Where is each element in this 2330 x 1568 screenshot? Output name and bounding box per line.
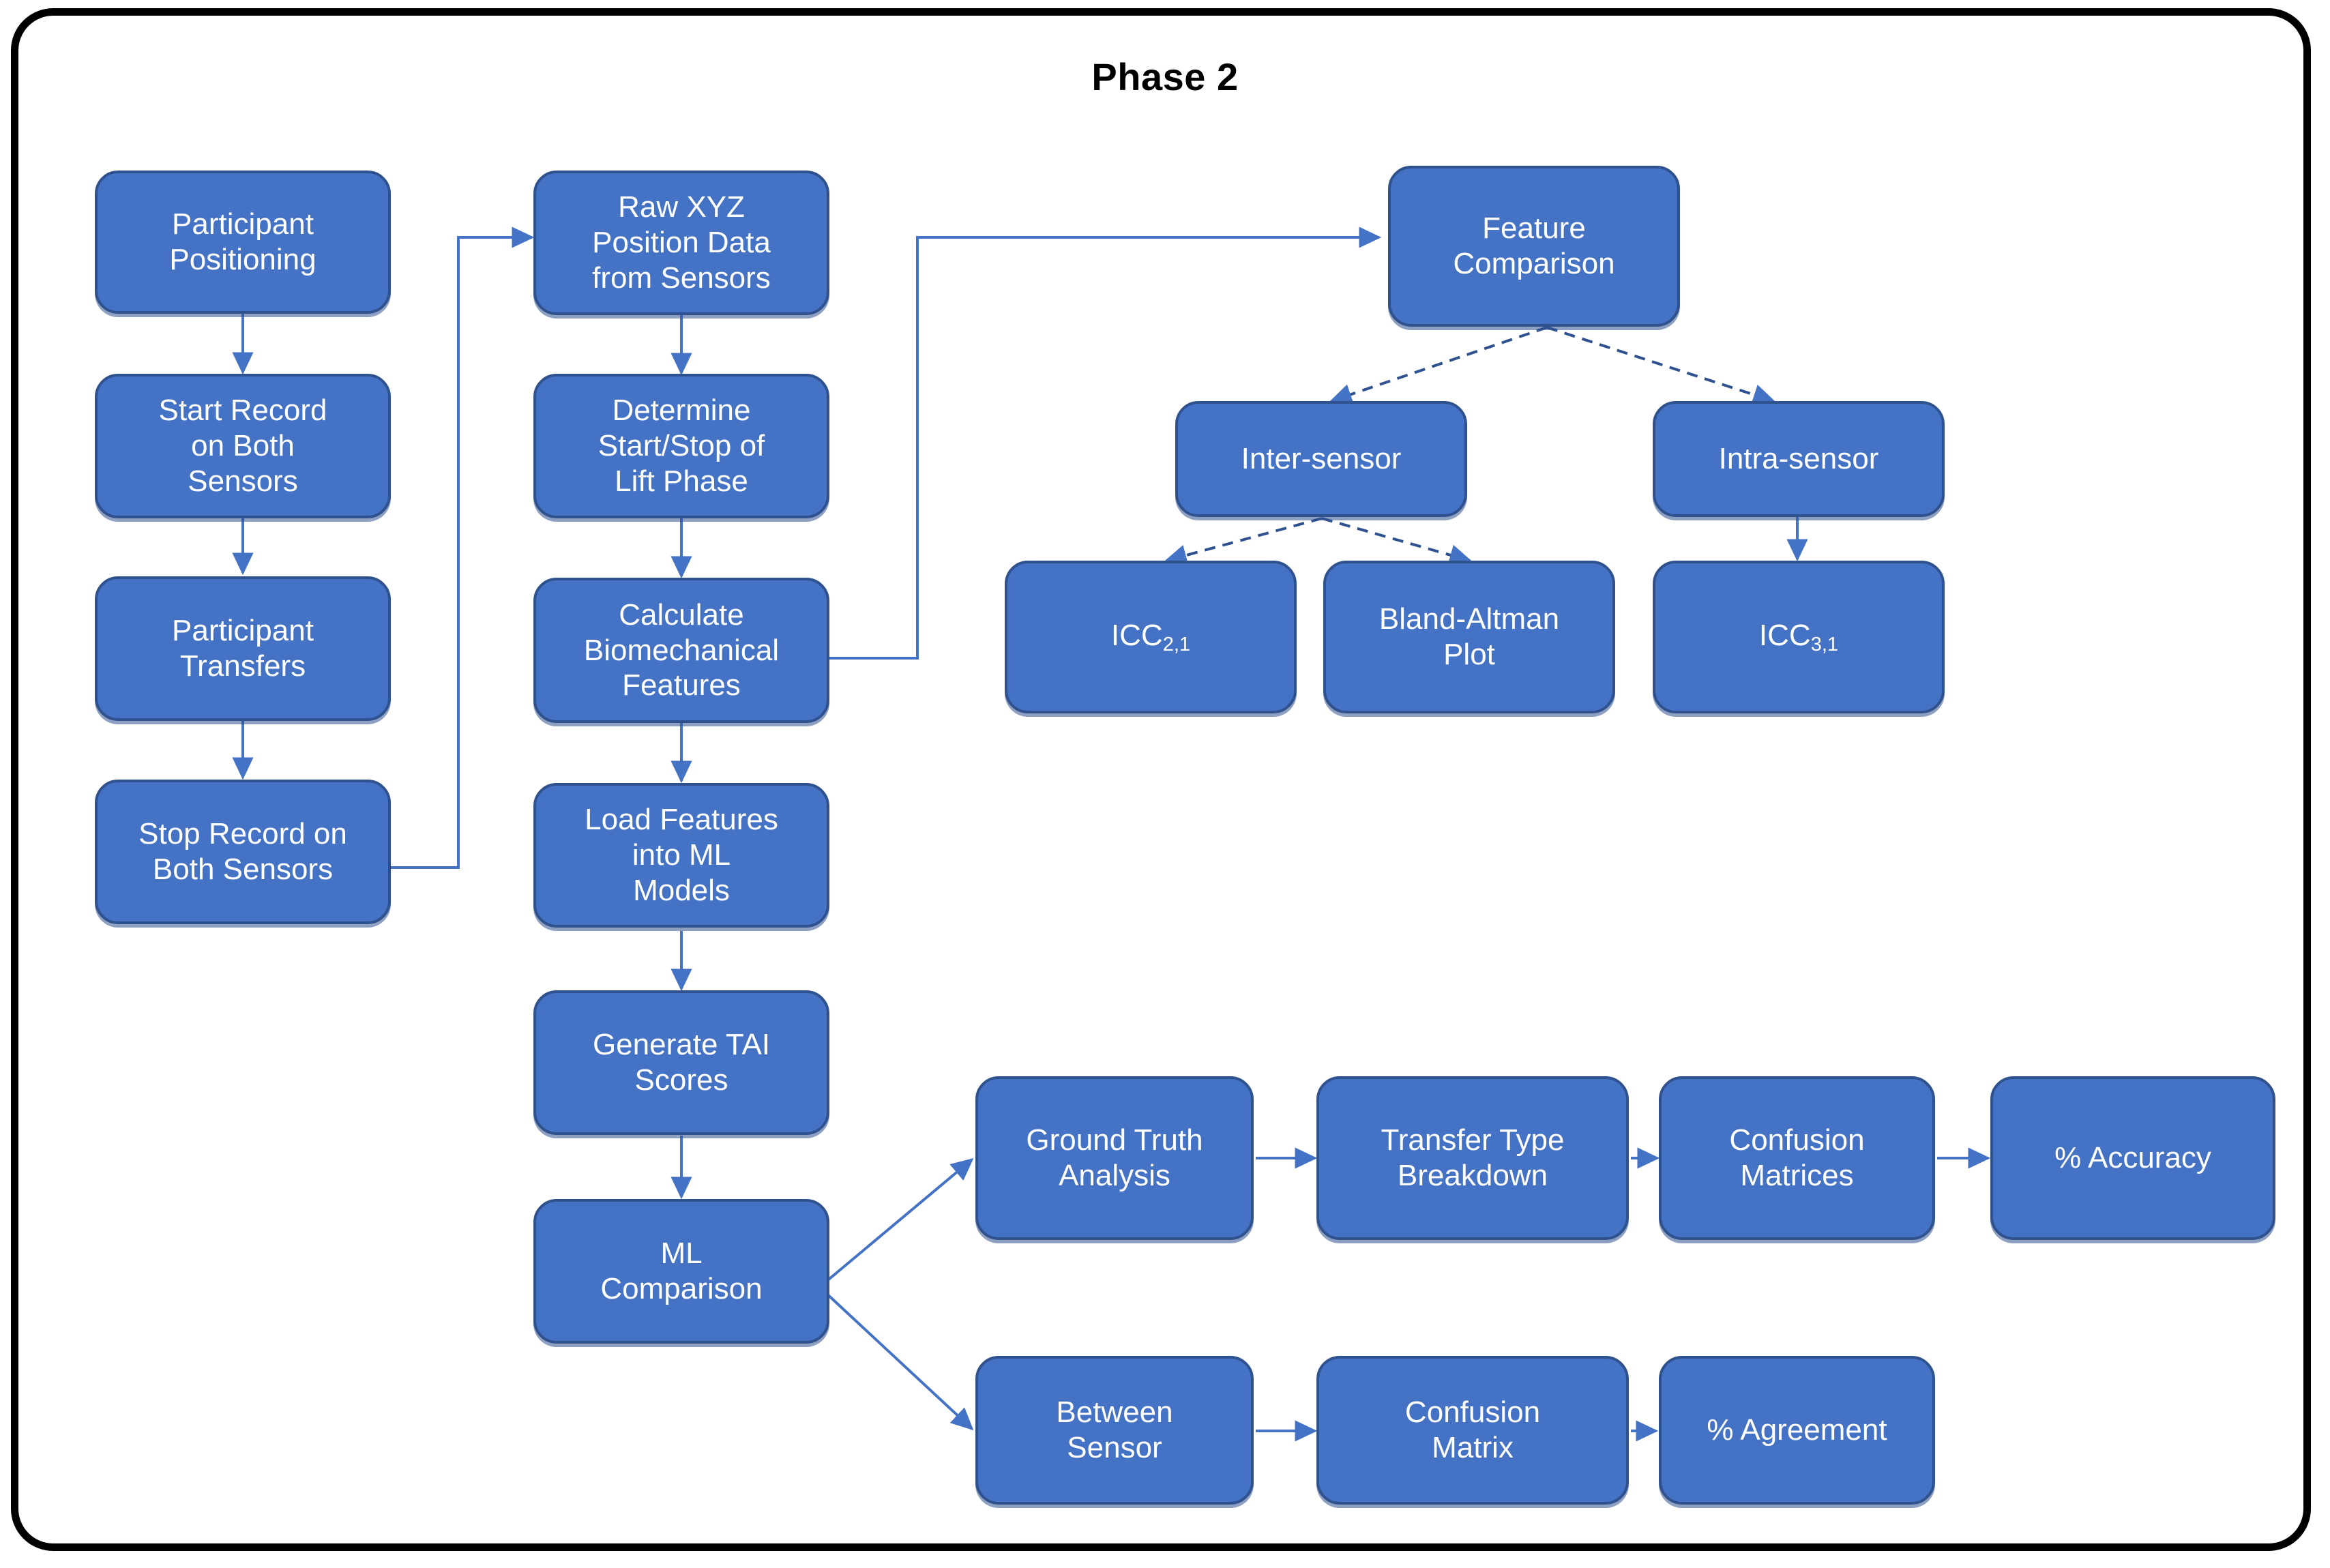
node-participant-transfers[interactable]: Participant Transfers [95, 576, 391, 721]
node-percent-accuracy[interactable]: % Accuracy [1990, 1076, 2275, 1240]
node-label: % Accuracy [2054, 1141, 2211, 1175]
icc-3-1-text: ICC3,1 [1759, 618, 1838, 656]
node-calculate-features[interactable]: Calculate Biomechanical Features [533, 578, 829, 723]
node-confusion-matrices[interactable]: Confusion Matrices [1659, 1076, 1935, 1240]
node-inter-sensor[interactable]: Inter-sensor [1175, 401, 1467, 517]
node-label: Calculate Biomechanical Features [583, 597, 780, 702]
icc-subscript: 3,1 [1810, 633, 1839, 655]
node-label: Start Record on Both Sensors [158, 394, 327, 498]
node-ground-truth-analysis[interactable]: Ground Truth Analysis [975, 1076, 1254, 1240]
icc-subscript: 2,1 [1162, 633, 1191, 655]
node-generate-tai[interactable]: Generate TAI Scores [533, 990, 829, 1135]
node-bland-altman-plot[interactable]: Bland-Altman Plot [1323, 561, 1615, 713]
node-label: ICC [1110, 618, 1163, 652]
node-intra-sensor[interactable]: Intra-sensor [1653, 401, 1945, 517]
node-label: Participant Positioning [169, 207, 316, 276]
node-label: Generate TAI Scores [592, 1028, 771, 1097]
node-start-record[interactable]: Start Record on Both Sensors [95, 374, 391, 518]
node-confusion-matrix[interactable]: Confusion Matrix [1316, 1356, 1629, 1505]
node-ml-comparison[interactable]: ML Comparison [533, 1199, 829, 1344]
page-title: Phase 2 [1091, 55, 1239, 98]
node-participant-positioning[interactable]: Participant Positioning [95, 171, 391, 314]
node-label: Ground Truth Analysis [1026, 1123, 1203, 1192]
node-stop-record[interactable]: Stop Record on Both Sensors [95, 780, 391, 924]
node-label: ML Comparison [600, 1237, 763, 1305]
node-between-sensor[interactable]: Between Sensor [975, 1356, 1254, 1505]
node-transfer-type-breakdown[interactable]: Transfer Type Breakdown [1316, 1076, 1629, 1240]
node-raw-xyz[interactable]: Raw XYZ Position Data from Sensors [533, 171, 829, 315]
node-label: Confusion Matrices [1729, 1123, 1865, 1192]
node-label: ICC [1758, 618, 1811, 652]
node-label: Inter-sensor [1241, 442, 1402, 476]
diagram-frame [11, 8, 2311, 1551]
node-label: Bland-Altman Plot [1378, 602, 1560, 671]
node-percent-agreement[interactable]: % Agreement [1659, 1356, 1935, 1505]
node-label: Feature Comparison [1453, 211, 1615, 280]
node-icc-3-1[interactable]: ICC3,1 [1653, 561, 1945, 713]
node-label: Load Features into ML Models [585, 803, 778, 907]
node-icc-2-1[interactable]: ICC2,1 [1005, 561, 1297, 713]
node-feature-comparison[interactable]: Feature Comparison [1388, 166, 1680, 327]
node-label: Confusion Matrix [1404, 1395, 1541, 1464]
node-label: Determine Start/Stop of Lift Phase [598, 394, 765, 498]
node-label: Stop Record on Both Sensors [138, 817, 347, 886]
node-label: % Agreement [1707, 1413, 1887, 1447]
node-label: Between Sensor [1056, 1395, 1173, 1464]
node-load-features[interactable]: Load Features into ML Models [533, 783, 829, 928]
node-label: Intra-sensor [1718, 442, 1879, 476]
node-label: Transfer Type Breakdown [1381, 1123, 1565, 1192]
node-label: Raw XYZ Position Data from Sensors [592, 190, 771, 295]
node-label: Participant Transfers [172, 614, 314, 683]
node-determine-start-stop[interactable]: Determine Start/Stop of Lift Phase [533, 374, 829, 518]
icc-2-1-text: ICC2,1 [1111, 618, 1190, 656]
